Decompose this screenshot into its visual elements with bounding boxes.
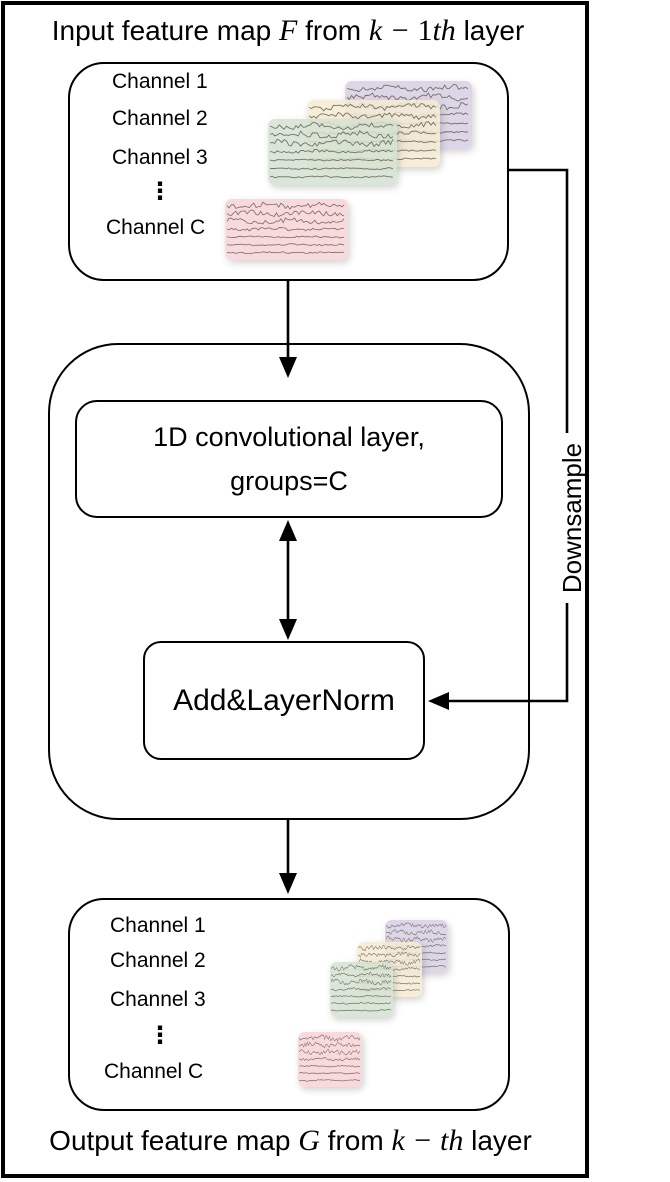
conv-layer-label-line1: 1D convolutional layer, bbox=[153, 422, 425, 452]
caption-math-k: k − bbox=[391, 1124, 441, 1157]
caption-mid: from bbox=[319, 1125, 392, 1156]
title-math-F: F bbox=[279, 14, 298, 47]
title-mid: from bbox=[297, 15, 369, 46]
input-channel-3-label: Channel 3 bbox=[112, 146, 208, 169]
figure-title: Input feature map F from k − 1th layer bbox=[8, 14, 568, 48]
input-channel-ellipsis: ⋮ bbox=[148, 177, 172, 205]
input-channel-2-label: Channel 2 bbox=[112, 107, 208, 130]
title-math-num: 1 bbox=[417, 14, 433, 47]
output-channel-ellipsis: ⋮ bbox=[148, 1021, 172, 1049]
caption-prefix: Output feature map bbox=[49, 1125, 299, 1156]
output-channel-C-label: Channel C bbox=[104, 1060, 204, 1083]
output-channel-1-label: Channel 1 bbox=[110, 914, 206, 937]
conv-layer-label-line2: groups=C bbox=[230, 466, 348, 496]
input-channel-C-label: Channel C bbox=[106, 216, 206, 239]
conv-layer-box: 1D convolutional layer, groups=C bbox=[75, 400, 503, 518]
figure-caption: Output feature map G from k − th layer bbox=[8, 1124, 573, 1158]
output-signal-image-channel3 bbox=[330, 962, 393, 1017]
input-signal-image-channel3 bbox=[268, 119, 397, 185]
title-prefix: Input feature map bbox=[51, 15, 279, 46]
input-channel-1-label: Channel 1 bbox=[112, 70, 208, 93]
caption-math-G: G bbox=[298, 1124, 320, 1157]
downsample-label: Downsample bbox=[557, 433, 587, 603]
add-layernorm-label: Add&LayerNorm bbox=[173, 683, 395, 717]
title-math-k: k − bbox=[368, 14, 418, 47]
output-channel-3-label: Channel 3 bbox=[110, 988, 206, 1011]
output-signal-image-channelC bbox=[298, 1032, 362, 1087]
add-layernorm-box: Add&LayerNorm bbox=[143, 641, 425, 760]
input-signal-image-channelC bbox=[225, 199, 348, 260]
caption-suffix: layer bbox=[463, 1125, 532, 1156]
caption-math-th: th bbox=[440, 1124, 464, 1157]
title-math-th: th bbox=[432, 14, 456, 47]
output-channel-2-label: Channel 2 bbox=[110, 949, 206, 972]
title-suffix: layer bbox=[455, 15, 525, 46]
